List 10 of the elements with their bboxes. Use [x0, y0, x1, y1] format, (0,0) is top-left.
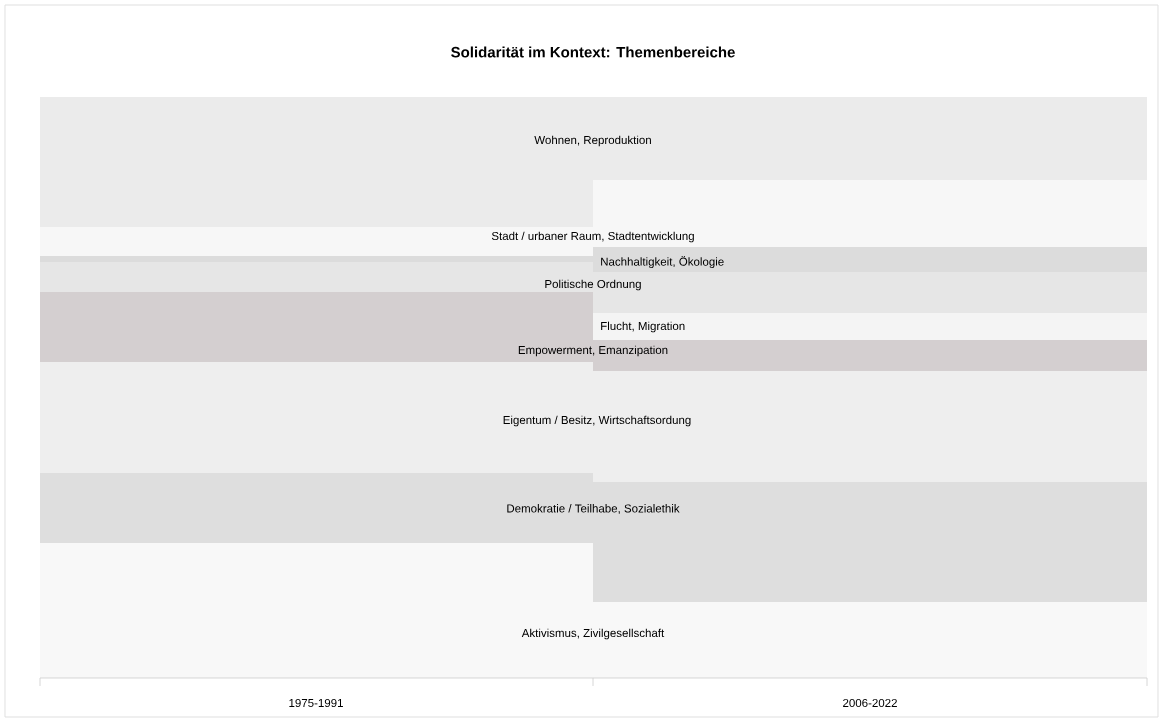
chart-band: Nachhaltigkeit, Ökologie	[40, 247, 1147, 272]
chart-band: Wohnen, Reproduktion	[40, 97, 1147, 227]
chart-band: Demokratie / Teilhabe, Sozialethik	[40, 473, 1147, 602]
chart-band: Flucht, Migration	[593, 313, 1147, 340]
chart-band: Aktivismus, Zivilgesellschaft	[40, 543, 1147, 678]
chart-band: Stadt / urbaner Raum, Stadtentwicklung	[40, 180, 1147, 256]
chart-band: Eigentum / Besitz, Wirtschaftsordung	[40, 362, 1147, 482]
axis-label: 2006-2022	[843, 698, 897, 708]
chart-title: Solidarität im Kontext: Themenbereiche	[451, 46, 735, 58]
axis-label: 1975-1991	[289, 698, 343, 708]
